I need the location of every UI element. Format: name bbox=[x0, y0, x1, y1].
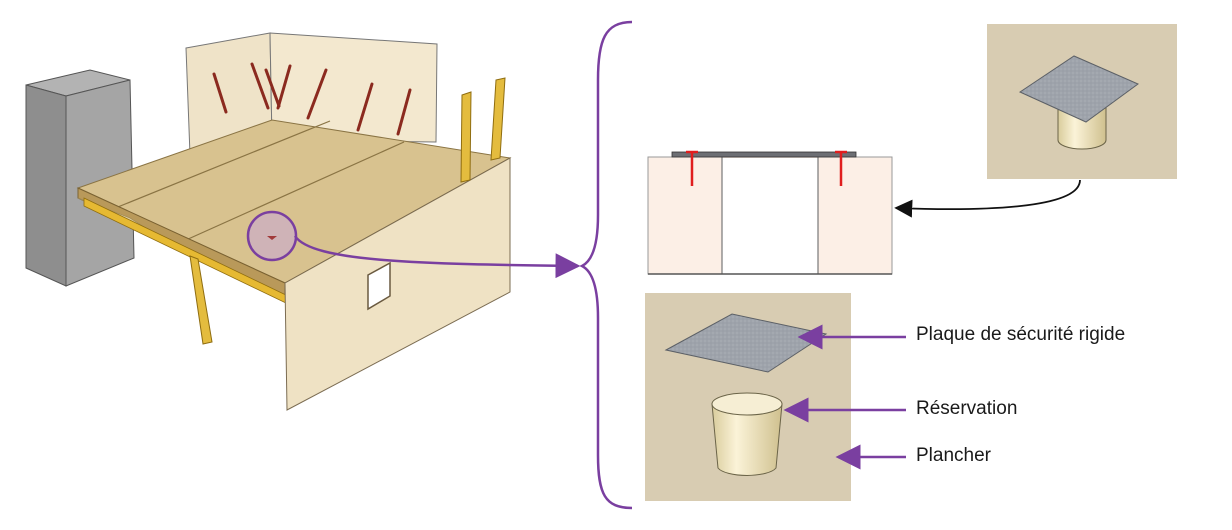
section-view bbox=[647, 150, 893, 275]
inset-top bbox=[987, 24, 1177, 179]
section-nails bbox=[686, 150, 847, 186]
front-wall bbox=[284, 157, 511, 411]
inset-bottom bbox=[645, 293, 851, 501]
support-post-front bbox=[189, 255, 213, 345]
section-hole bbox=[722, 158, 818, 274]
window-opening bbox=[367, 261, 391, 311]
inset-top-plate bbox=[1018, 55, 1139, 123]
label-plancher: Plancher bbox=[916, 445, 991, 466]
curly-brace bbox=[579, 20, 633, 510]
section-plate bbox=[671, 151, 857, 158]
label-plaque: Plaque de sécurité rigide bbox=[916, 324, 1126, 345]
label-arrows bbox=[783, 324, 906, 470]
support-posts-top bbox=[460, 77, 506, 183]
floor-joints bbox=[107, 120, 405, 241]
opening-marker bbox=[267, 236, 277, 240]
wall-braces bbox=[212, 62, 412, 136]
back-wall bbox=[185, 32, 438, 156]
connector-arrow bbox=[293, 235, 581, 279]
label-reservation: Réservation bbox=[916, 398, 1018, 419]
plaque-plate bbox=[664, 313, 828, 373]
reservation-cylinder bbox=[711, 403, 783, 476]
building-model bbox=[25, 32, 512, 411]
inset-arrow bbox=[894, 179, 1081, 218]
